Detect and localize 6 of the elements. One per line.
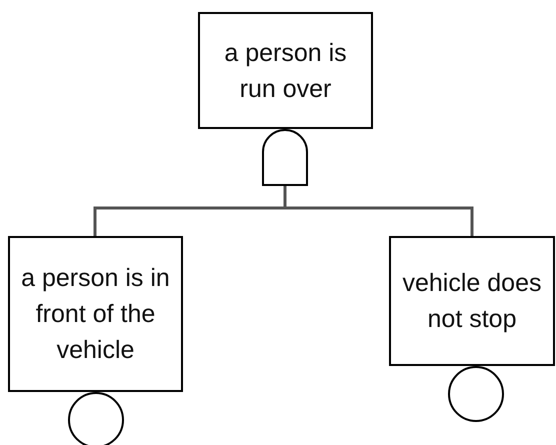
event-label: vehicle does not stop xyxy=(402,268,542,335)
event-box xyxy=(198,12,373,129)
event-box xyxy=(8,236,183,392)
event-label: a person is run over xyxy=(223,38,348,104)
event-label: a person is in front of the vehicle xyxy=(20,263,171,366)
event-box xyxy=(389,236,555,366)
